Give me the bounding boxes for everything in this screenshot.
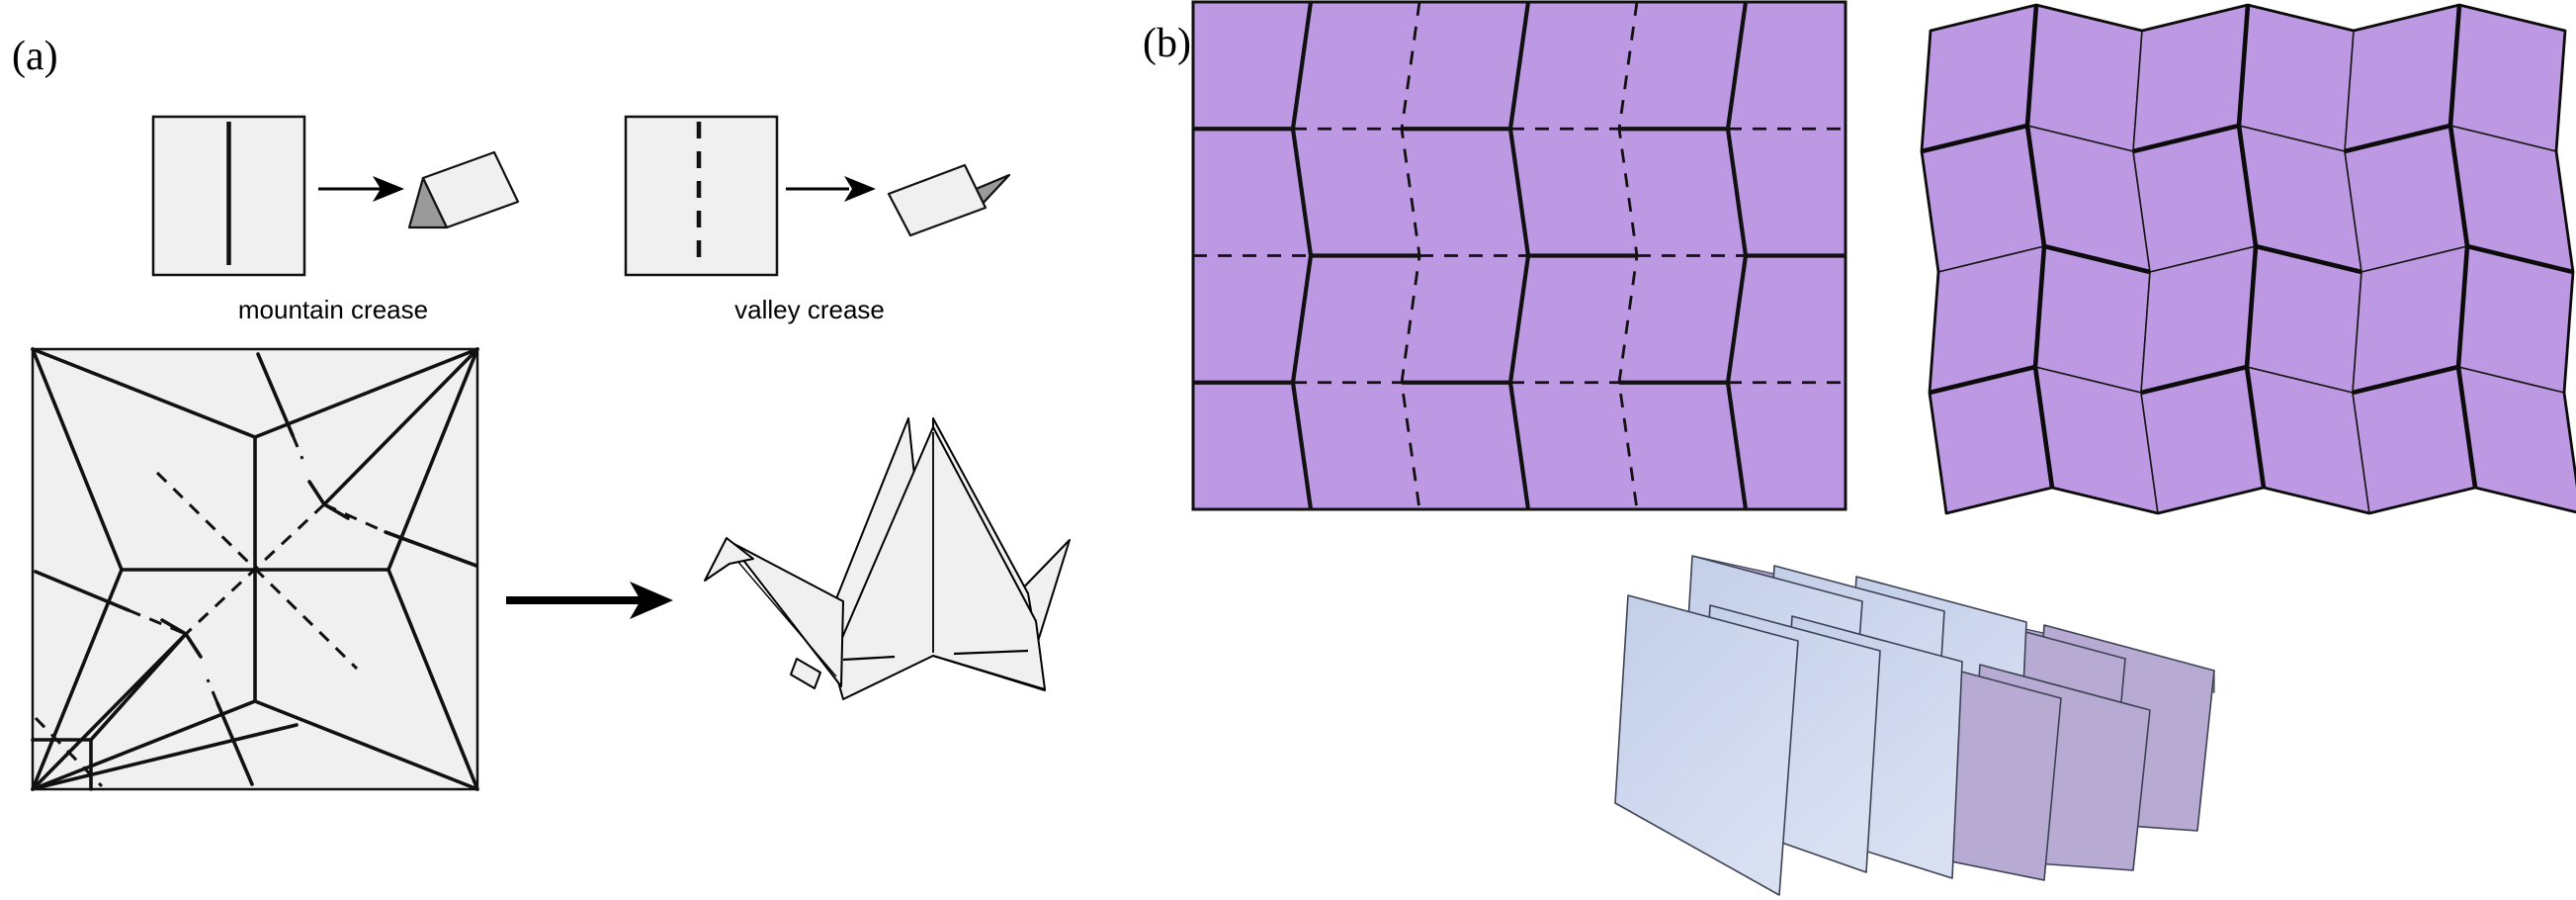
valley-square xyxy=(624,115,779,277)
valley-crease-diagram: valley crease xyxy=(624,115,1011,324)
valley-caption: valley crease xyxy=(734,295,885,324)
mountain-fold-icon xyxy=(407,150,520,229)
fold-transform-arrow-icon xyxy=(506,582,673,619)
crane-head xyxy=(704,537,754,582)
crane-foot-fold xyxy=(790,658,821,689)
crane-crease-pattern xyxy=(31,347,479,791)
panel-b-label: (b) xyxy=(1143,21,1191,66)
miura-fully-folded xyxy=(1614,555,2215,896)
miura-partially-folded xyxy=(1920,3,2576,515)
mountain-caption: mountain crease xyxy=(238,295,428,324)
folded-crane xyxy=(704,417,1071,700)
crane-cp-mountain-creases xyxy=(31,347,479,791)
right-arrow-icon xyxy=(786,176,876,202)
mountain-crease-diagram: mountain crease xyxy=(151,115,520,324)
miura-crease-pattern xyxy=(1191,0,1847,511)
valley-fold-icon xyxy=(887,163,1011,237)
right-arrow-icon xyxy=(318,176,404,202)
crane-cp-valley-creases xyxy=(34,434,386,788)
panel-a-label: (a) xyxy=(12,34,58,79)
accordion-front-pleat xyxy=(1614,594,1799,896)
